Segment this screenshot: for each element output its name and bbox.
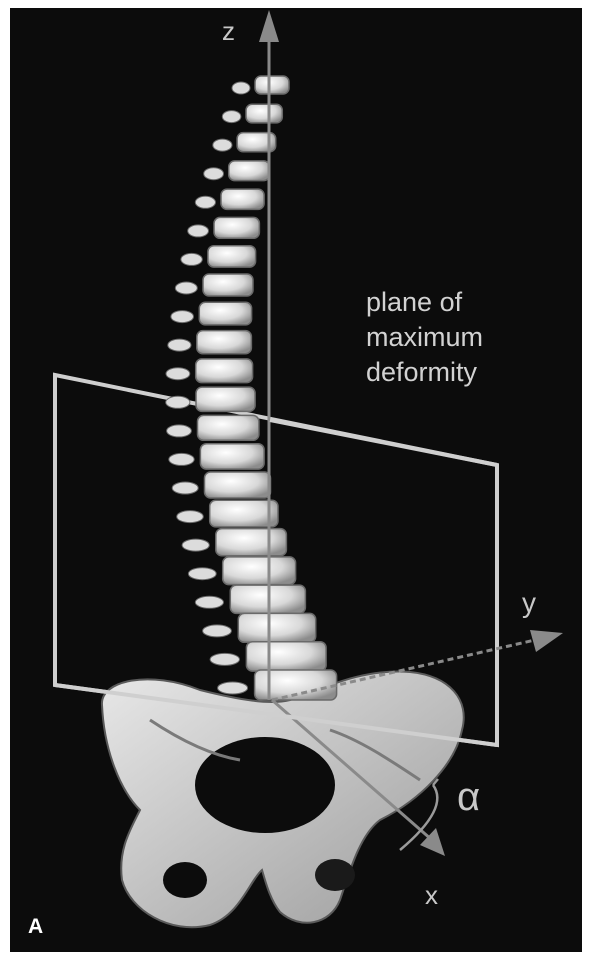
vertebral-process <box>195 596 223 608</box>
vertebra <box>255 76 289 94</box>
plane-label: plane of maximum deformity <box>366 285 483 390</box>
vertebra <box>197 331 252 354</box>
vertebral-process <box>203 625 232 637</box>
vertebra <box>214 217 259 238</box>
vertebral-process <box>188 225 209 237</box>
vertebra <box>205 472 271 498</box>
vertebra <box>196 359 253 383</box>
vertebral-process <box>167 425 192 437</box>
plane-label-line-1: plane of <box>366 285 483 320</box>
panel-letter: A <box>28 915 43 939</box>
plane-label-line-2: maximum <box>366 320 483 355</box>
vertebral-process <box>172 482 198 494</box>
vertebra <box>221 189 264 209</box>
vertebra <box>246 104 282 123</box>
vertebra <box>196 387 255 411</box>
vertebral-process <box>195 196 215 208</box>
vertebral-process <box>213 139 232 151</box>
vertebral-process <box>222 111 241 123</box>
z-axis-label: z <box>222 16 235 46</box>
vertebral-process <box>210 653 239 665</box>
vertebral-process <box>188 568 216 580</box>
vertebral-process <box>168 339 191 351</box>
vertebra <box>229 161 270 181</box>
x-axis-label: x <box>425 880 438 910</box>
vertebral-process <box>204 168 224 180</box>
vertebra <box>216 529 287 556</box>
vertebral-process <box>169 453 194 465</box>
vertebra <box>238 613 315 642</box>
vertebra <box>203 274 253 296</box>
vertebral-process <box>171 311 194 323</box>
alpha-angle-label: α <box>457 775 480 819</box>
vertebral-process <box>175 282 197 294</box>
vertebral-process <box>177 511 204 523</box>
vertebra <box>246 642 326 671</box>
vertebra <box>208 246 256 267</box>
vertebra <box>198 415 259 440</box>
spine <box>166 76 337 700</box>
vertebral-process <box>182 539 209 551</box>
y-axis-label: y <box>522 587 536 618</box>
vertebral-process <box>181 253 202 265</box>
vertebral-process <box>232 82 250 94</box>
plane-label-line-3: deformity <box>366 355 483 390</box>
vertebra <box>223 557 296 585</box>
vertebra <box>199 302 251 325</box>
vertebral-process <box>166 368 190 380</box>
vertebral-process <box>218 682 248 694</box>
vertebra <box>200 444 264 469</box>
vertebral-process <box>166 396 190 408</box>
